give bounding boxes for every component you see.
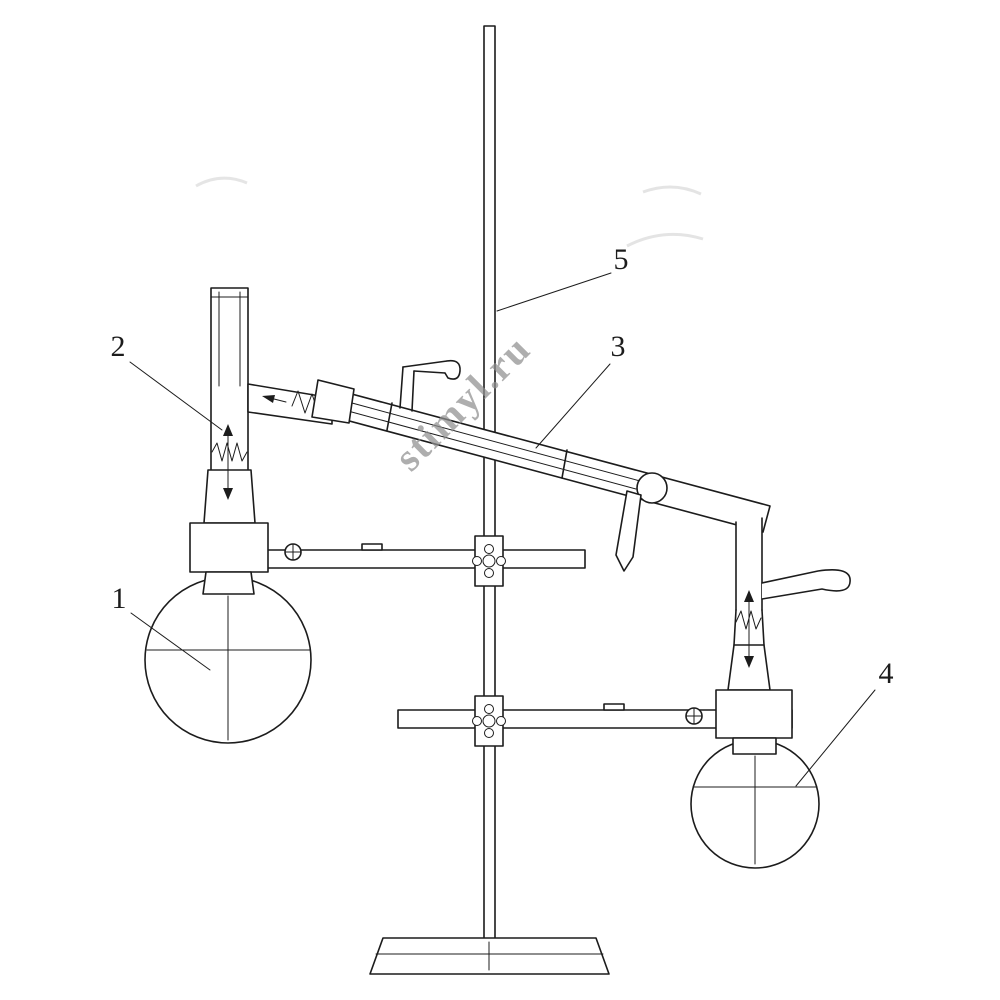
leader-line-5 [496, 272, 612, 312]
flow-arrow-3-up [744, 590, 754, 602]
flask-1 [144, 571, 312, 744]
rod-holder-left [472, 535, 506, 587]
condenser-joint-line [386, 402, 393, 431]
label-3: 3 [611, 330, 626, 363]
flask-4-neck [732, 737, 777, 755]
leader-line-2 [129, 361, 223, 431]
clamp-step-right [603, 703, 625, 711]
leader-line-3 [535, 363, 611, 449]
flask-4 [690, 737, 820, 869]
label-4: 4 [879, 657, 894, 690]
column-side-arm [247, 383, 334, 425]
vent-hook [399, 359, 461, 412]
spring-clip-1 [211, 442, 248, 462]
flow-arrow-2 [262, 395, 275, 403]
side-hook-right [761, 569, 851, 600]
scan-smudges [195, 176, 704, 248]
label-1: 1 [112, 582, 127, 615]
condenser-bulb [636, 472, 668, 504]
leader-line-1 [130, 612, 211, 671]
part-labels: 1 2 3 4 5 [111, 243, 894, 690]
flow-arrow-3-down [744, 656, 754, 668]
label-5: 5 [614, 243, 629, 276]
stand-rod [483, 25, 496, 941]
rod-holder-right [472, 695, 506, 747]
clamp-step-left [361, 543, 383, 551]
leader-line-4 [795, 689, 876, 787]
condenser-socket [311, 379, 355, 424]
label-2: 2 [111, 330, 126, 363]
flask-1-neck [202, 571, 255, 595]
condenser-cap-line [561, 449, 568, 479]
stand-base [369, 937, 610, 975]
flow-arrow-1-down [223, 488, 233, 500]
clamp-body-right [685, 689, 793, 739]
joint-right [727, 590, 771, 691]
leader-lines [129, 272, 876, 787]
holder-knob-left [472, 544, 506, 578]
joint-upper-left [203, 424, 256, 524]
drip-tip [615, 490, 642, 572]
column-tube [210, 287, 249, 473]
flow-arrow-1-up [223, 424, 233, 436]
holder-knob-right [472, 704, 506, 738]
condenser-tube [311, 379, 771, 533]
